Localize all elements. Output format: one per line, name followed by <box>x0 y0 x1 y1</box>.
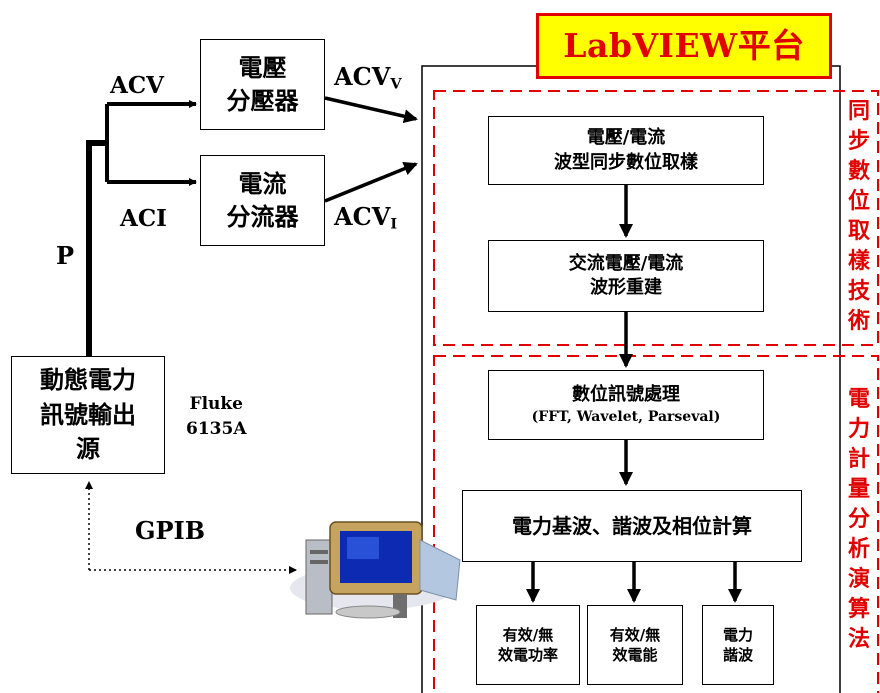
gpib-label: GPIB <box>135 516 206 545</box>
source-model-label: Fluke 6135A <box>186 392 247 441</box>
power-trunk-line <box>86 140 107 356</box>
output-3-line-2: 諧波 <box>722 646 753 664</box>
signal-source-block: 動態電力 訊號輸出 源 <box>11 356 165 474</box>
analysis-step-2: 電力基波、諧波及相位計算 <box>462 490 802 562</box>
sampling-step-1-line-2: 波型同步數位取樣 <box>554 151 698 173</box>
analysis-section-frame <box>433 355 879 693</box>
output-active-reactive-power: 有效/無 效電功率 <box>476 605 580 685</box>
acv-i-arrow <box>324 162 418 203</box>
output-1-line-1: 有效/無 <box>502 625 554 644</box>
acv-i-label: ACVI <box>334 202 397 233</box>
output-2-line-1: 有效/無 <box>609 625 661 644</box>
output-1-line-2: 效電功率 <box>497 646 558 664</box>
aci-label: ACI <box>120 205 167 232</box>
sampling-step-2: 交流電壓/電流 波形重建 <box>488 240 764 312</box>
p-label: P <box>56 241 75 270</box>
acv-v-main: ACV <box>334 62 391 91</box>
source-line-2: 訊號輸出 <box>40 399 136 429</box>
current-shunt-line-2: 分流器 <box>226 201 299 231</box>
voltage-divider-block: 電壓 分壓器 <box>200 39 325 130</box>
source-model-line-1: Fluke <box>189 394 243 414</box>
output-active-reactive-energy: 有效/無 效電能 <box>587 605 683 685</box>
analysis-step-1-line-1: 數位訊號處理 <box>572 384 680 406</box>
sampling-step-1-line-1: 電壓/電流 <box>586 127 666 149</box>
source-model-line-2: 6135A <box>186 418 247 439</box>
analysis-step-2-text: 電力基波、諧波及相位計算 <box>512 513 752 538</box>
voltage-divider-line-1: 電壓 <box>238 53 287 83</box>
analysis-section-title: 電力計量分析演算法 <box>847 386 870 652</box>
sampling-section-title: 同步數位取樣技術 <box>847 98 870 334</box>
platform-title: LabVIEW平台 <box>536 13 832 79</box>
output-power-harmonics: 電力 諧波 <box>702 605 774 685</box>
current-shunt-block: 電流 分流器 <box>200 155 325 246</box>
computer-icon <box>290 521 461 619</box>
acv-label: ACV <box>110 72 164 99</box>
acv-v-label: ACVV <box>334 62 402 93</box>
analysis-step-1-line-2: (FFT, Wavelet, Parseval) <box>531 408 721 425</box>
sampling-section-frame <box>433 90 879 346</box>
acv-v-arrow <box>324 96 418 124</box>
analysis-step-1: 數位訊號處理 (FFT, Wavelet, Parseval) <box>488 370 764 440</box>
platform-title-text: LabVIEW平台 <box>563 25 805 65</box>
source-line-1: 動態電力 <box>40 364 136 394</box>
output-3-line-1: 電力 <box>722 625 753 644</box>
source-line-3: 源 <box>76 434 100 464</box>
acv-i-subscript: I <box>390 215 398 233</box>
acv-i-main: ACV <box>334 202 391 231</box>
voltage-divider-line-2: 分壓器 <box>226 85 299 115</box>
acv-v-subscript: V <box>390 75 402 93</box>
output-2-line-2: 效電能 <box>612 646 658 664</box>
sampling-step-1: 電壓/電流 波型同步數位取樣 <box>488 116 764 185</box>
sampling-step-2-line-1: 交流電壓/電流 <box>568 252 684 274</box>
sampling-step-2-line-2: 波形重建 <box>590 277 662 298</box>
current-shunt-line-1: 電流 <box>238 169 287 199</box>
